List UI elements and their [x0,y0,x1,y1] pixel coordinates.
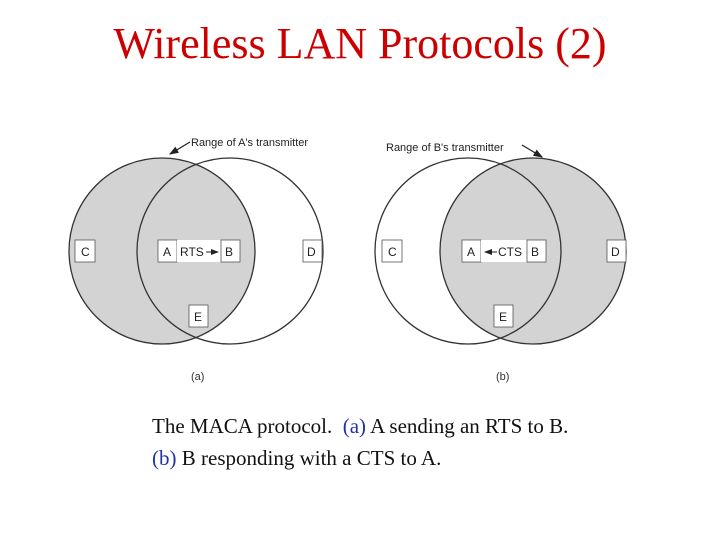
node-a: A [461,239,482,263]
node-e-label: E [194,310,202,324]
range-a-circle [374,157,562,345]
node-c-label: C [81,245,90,259]
callout-arrow [521,144,544,158]
node-a: A [157,239,178,263]
callout-arrow [168,141,191,155]
caption-text: B responding with a CTS to A. [176,446,442,470]
panel-a-label: (a) [191,371,204,383]
caption-line-2: (b) B responding with a CTS to A. [152,442,568,474]
caption-ref-b: (b) [152,446,177,470]
node-d: D [606,239,627,263]
node-b: B [526,239,547,263]
node-b-label: B [531,245,539,259]
node-b-label: B [225,245,233,259]
node-c-label: C [388,245,397,259]
cts-label: CTS [498,245,522,259]
node-c: C [381,239,403,263]
rts-label: RTS [180,245,204,259]
cts-message: CTS [481,240,527,262]
panel-a: Range of A's transmitter C A RTS B D E (… [68,137,324,383]
rts-message: RTS [177,240,221,262]
node-c: C [74,239,96,263]
node-d-label: D [611,245,620,259]
caption-text: The MACA protocol. [152,414,343,438]
figure-caption: The MACA protocol. (a) A sending an RTS … [152,410,568,474]
node-d: D [302,239,323,263]
node-e: E [493,304,514,328]
callout-range-a: Range of A's transmitter [191,137,308,149]
maca-diagram: Range of A's transmitter C A RTS B D E (… [68,137,627,383]
node-a-label: A [467,245,475,259]
slide-title: Wireless LAN Protocols (2) [113,19,607,68]
range-b-circle [136,157,324,345]
node-a-label: A [163,245,171,259]
panel-b-label: (b) [496,371,509,383]
callout-range-b: Range of B's transmitter [386,142,504,154]
caption-text: A sending an RTS to B. [366,414,569,438]
node-e: E [188,304,209,328]
node-d-label: D [307,245,316,259]
node-b: B [220,239,241,263]
node-e-label: E [499,310,507,324]
caption-ref-a: (a) [342,414,367,438]
caption-line-1: The MACA protocol. (a) A sending an RTS … [152,410,568,442]
panel-b: Range of B's transmitter C A CTS B D E (… [374,142,627,383]
